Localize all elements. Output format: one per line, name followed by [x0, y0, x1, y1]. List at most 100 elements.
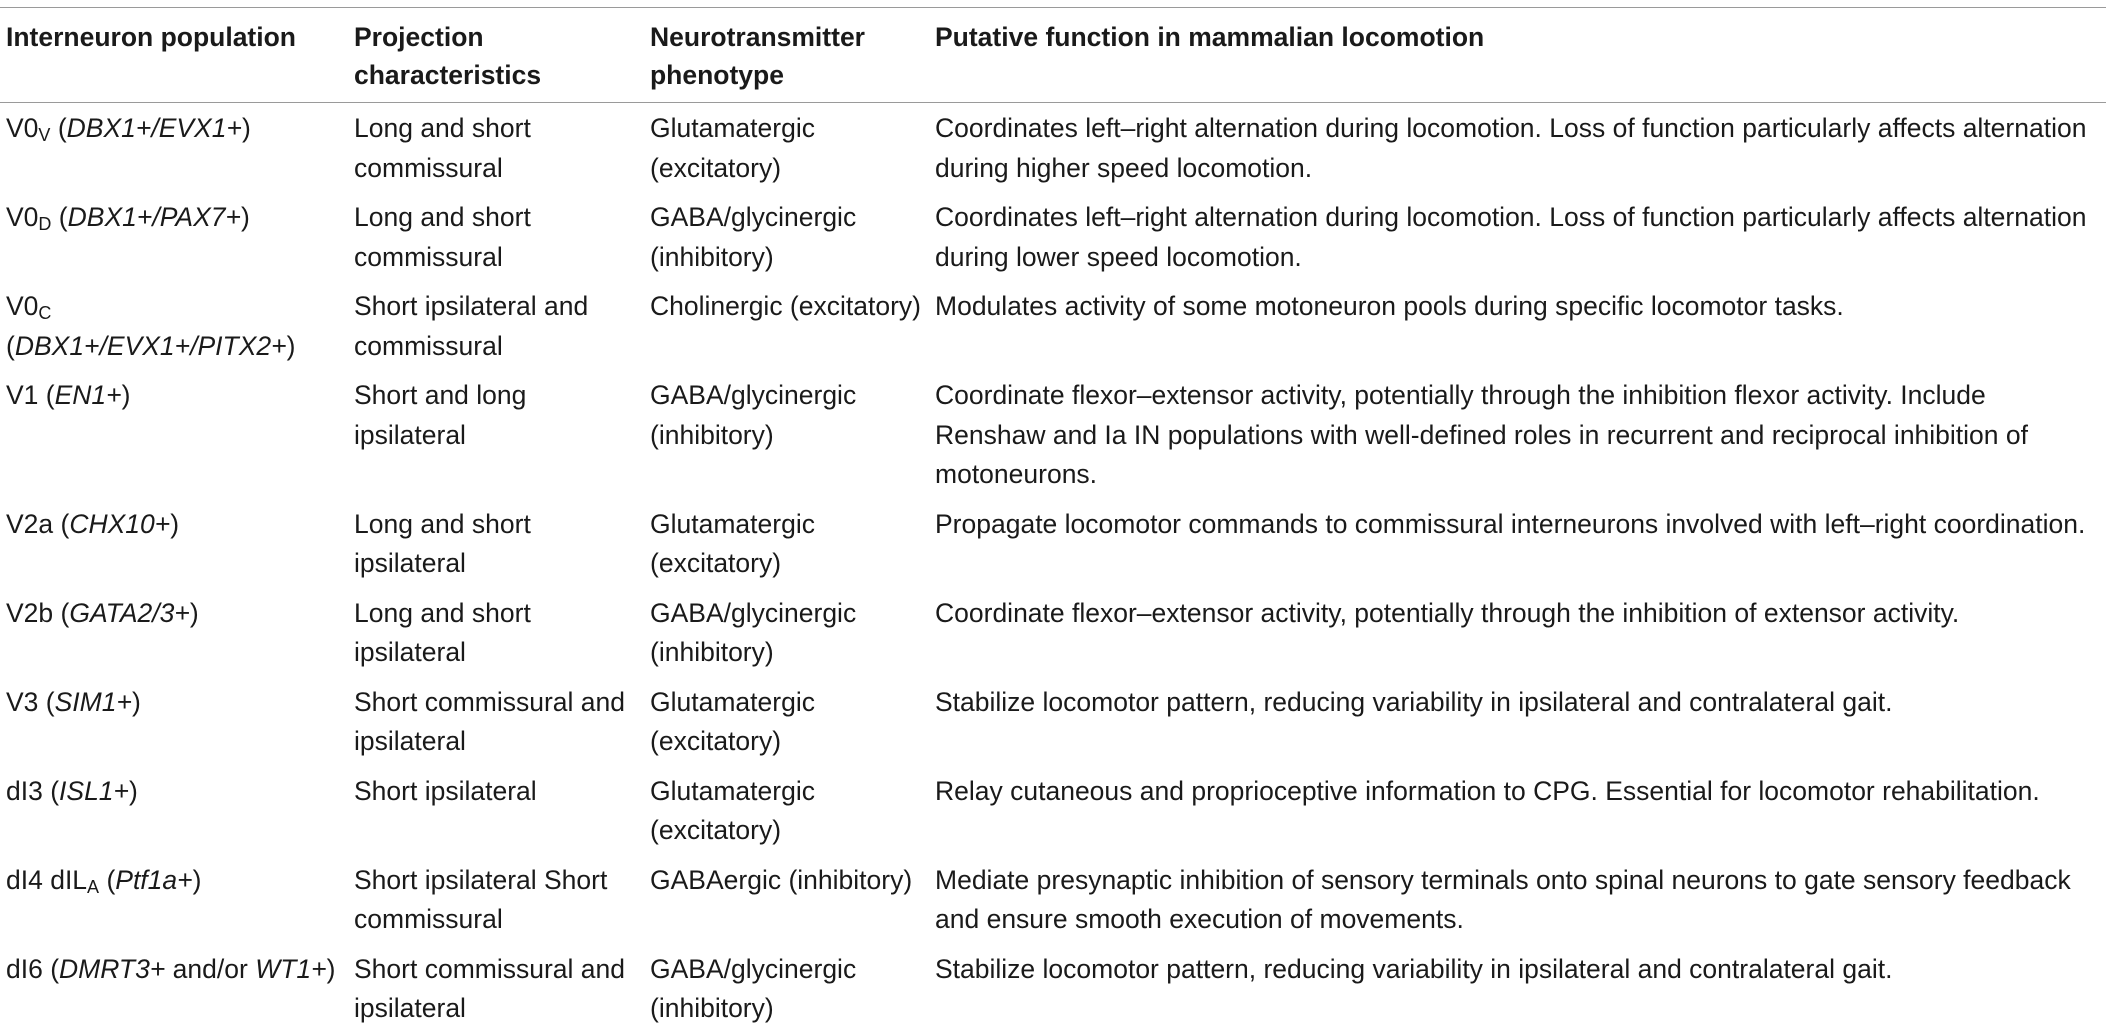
population-paren-open: (: [38, 686, 55, 717]
table-row: dI6 (DMRT3+ and/or WT1+)Short commissura…: [0, 944, 2106, 1031]
cell-neurotransmitter: GABAergic (inhibitory): [650, 864, 913, 895]
cell-population: dI4 dILA (Ptf1a+): [0, 855, 348, 944]
population-name: V0: [6, 202, 39, 232]
cell-projection: Long and short ipsilateral: [354, 597, 531, 668]
cell-population: V2b (GATA2/3+): [0, 588, 348, 677]
header-function: Putative function in mammalian locomotio…: [935, 22, 1485, 52]
population-gene: DBX1+/PAX7+: [67, 202, 241, 232]
population-suffix: ): [240, 202, 250, 232]
population-gene: CHX10+: [69, 508, 171, 539]
cell-population: V0D (DBX1+/PAX7+): [0, 192, 348, 281]
population-subscript: A: [87, 876, 100, 897]
header-population: Interneuron population: [6, 22, 296, 52]
table-header-row: Interneuron population Projection charac…: [0, 7, 2106, 103]
cell-function: Stabilize locomotor pattern, reducing va…: [935, 686, 1893, 717]
cell-population: V0V (DBX1+/EVX1+): [0, 103, 348, 193]
cell-projection: Short commissural and ipsilateral: [354, 953, 625, 1024]
cell-function: Stabilize locomotor pattern, reducing va…: [935, 953, 1893, 984]
cell-population: V1 (EN1+): [0, 370, 348, 499]
table-row: V0V (DBX1+/EVX1+)Long and short commissu…: [0, 103, 2106, 193]
population-subscript: C: [38, 302, 52, 323]
population-paren-open: (: [6, 330, 15, 361]
population-gene: EN1+: [54, 380, 122, 410]
table-row: V0C (DBX1+/EVX1+/PITX2+)Short ipsilatera…: [0, 281, 2106, 370]
population-subscript: V: [38, 124, 51, 145]
cell-function: Propagate locomotor commands to commissu…: [935, 508, 2086, 539]
cell-neurotransmitter: GABA/glycinergic (inhibitory): [650, 380, 857, 450]
cell-projection: Long and short ipsilateral: [354, 508, 531, 579]
cell-projection: Short ipsilateral Short commissural: [354, 864, 608, 935]
population-suffix: ): [131, 686, 141, 717]
population-paren-open: (: [99, 864, 116, 895]
population-subscript: D: [38, 213, 52, 234]
header-projection: Projection characteristics: [354, 22, 542, 90]
population-name: dI3: [6, 775, 43, 806]
population-gene-2: WT1+: [255, 953, 327, 984]
table-body: V0V (DBX1+/EVX1+)Long and short commissu…: [0, 103, 2106, 1031]
cell-function: Modulates activity of some motoneuron po…: [935, 291, 1844, 321]
cell-projection: Long and short commissural: [354, 202, 531, 272]
population-gene: DBX1+/EVX1+/PITX2+: [14, 330, 287, 361]
population-name: V0: [6, 291, 39, 321]
population-gene: ISL1+: [59, 775, 130, 806]
population-name: V2a: [6, 508, 54, 539]
cell-population: V0C (DBX1+/EVX1+/PITX2+): [0, 281, 348, 370]
population-paren-open: (: [53, 597, 70, 628]
population-suffix: ): [129, 775, 138, 806]
table-row: V0D (DBX1+/PAX7+)Long and short commissu…: [0, 192, 2106, 281]
population-suffix: ): [121, 380, 131, 410]
cell-function: Coordinate flexor–extensor activity, pot…: [935, 597, 1960, 628]
cell-neurotransmitter: Glutamatergic (excitatory): [650, 508, 815, 579]
population-name: V2b: [6, 597, 54, 628]
population-gene: DMRT3+: [59, 953, 166, 984]
population-paren-open: (: [42, 953, 60, 984]
cell-function: Relay cutaneous and proprioceptive infor…: [935, 775, 2040, 806]
cell-population: dI6 (DMRT3+ and/or WT1+): [0, 944, 348, 1031]
cell-projection: Short and long ipsilateral: [354, 380, 527, 450]
population-suffix: and/or: [165, 953, 256, 984]
header-neurotransmitter: Neurotransmitter phenotype: [650, 22, 865, 90]
cell-neurotransmitter: GABA/glycinergic (inhibitory): [650, 953, 857, 1024]
population-paren-open: (: [42, 775, 60, 806]
population-gene: SIM1+: [54, 686, 132, 717]
cell-neurotransmitter: Glutamatergic (excitatory): [650, 686, 815, 757]
population-gene: DBX1+/EVX1+: [66, 113, 242, 143]
population-name: V3: [6, 686, 39, 717]
cell-population: dI3 (ISL1+): [0, 766, 348, 855]
population-suffix-2: ): [326, 953, 336, 984]
cell-neurotransmitter: Cholinergic (excitatory): [650, 291, 921, 321]
cell-neurotransmitter: GABA/glycinergic (inhibitory): [650, 202, 857, 272]
cell-projection: Long and short commissural: [354, 113, 531, 183]
table-row: V2b (GATA2/3+)Long and short ipsilateral…: [0, 588, 2106, 677]
cell-neurotransmitter: GABA/glycinergic (inhibitory): [650, 597, 857, 668]
population-gene: GATA2/3+: [69, 597, 190, 628]
population-paren-open: (: [53, 508, 70, 539]
population-name: dI4 dIL: [6, 864, 88, 895]
population-suffix: ): [286, 330, 296, 361]
interneuron-table: Interneuron population Projection charac…: [0, 7, 2106, 1031]
population-name: V0: [6, 113, 39, 143]
population-suffix: ): [241, 113, 251, 143]
population-gene: Ptf1a+: [115, 864, 193, 895]
cell-population: V3 (SIM1+): [0, 677, 348, 766]
population-paren-open: (: [38, 380, 55, 410]
cell-function: Mediate presynaptic inhibition of sensor…: [935, 864, 2071, 935]
population-suffix: ): [192, 864, 202, 895]
population-suffix: ): [170, 508, 180, 539]
cell-neurotransmitter: Glutamatergic (excitatory): [650, 113, 815, 183]
population-name: V1: [6, 380, 39, 410]
cell-function: Coordinates left–right alternation durin…: [935, 113, 2087, 183]
table-row: dI4 dILA (Ptf1a+)Short ipsilateral Short…: [0, 855, 2106, 944]
cell-population: V2a (CHX10+): [0, 499, 348, 588]
cell-function: Coordinate flexor–extensor activity, pot…: [935, 380, 2028, 489]
cell-projection: Short commissural and ipsilateral: [354, 686, 625, 757]
population-suffix: ): [189, 597, 199, 628]
cell-projection: Short ipsilateral: [354, 775, 537, 806]
cell-function: Coordinates left–right alternation durin…: [935, 202, 2087, 272]
population-name: dI6: [6, 953, 43, 984]
population-paren-open: (: [51, 202, 68, 232]
cell-neurotransmitter: Glutamatergic (excitatory): [650, 775, 815, 846]
